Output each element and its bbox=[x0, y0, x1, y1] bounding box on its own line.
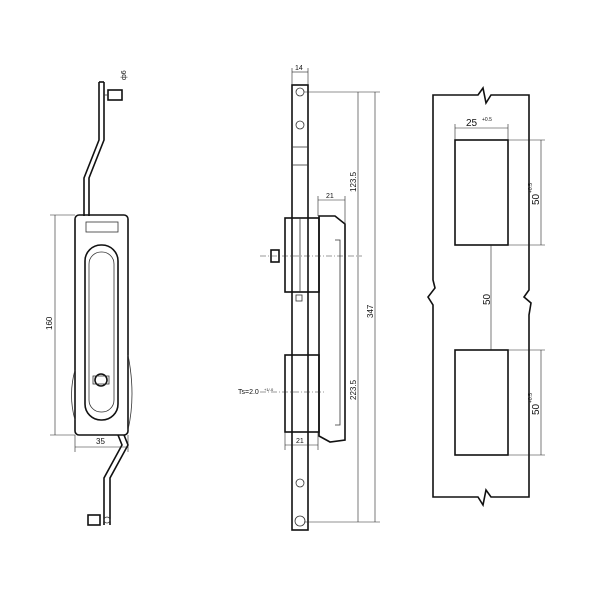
lower-rod bbox=[103, 434, 129, 525]
dim-upper-label: 123.5 bbox=[349, 171, 358, 192]
handle-cover bbox=[318, 215, 346, 443]
dim-thickness-label: Ts=2.0 bbox=[238, 389, 259, 396]
dim-bolt-label: ф6 bbox=[121, 70, 128, 80]
panel-outline bbox=[427, 86, 532, 508]
upper-rod bbox=[83, 82, 105, 216]
lower-cutout bbox=[454, 349, 509, 456]
dim-thickness-tol: +1/-0 bbox=[264, 387, 274, 392]
base-block bbox=[284, 354, 320, 433]
dim-cut-width-label: 25 bbox=[466, 118, 478, 129]
dim-lower-height-tol: +0.5 bbox=[528, 393, 534, 403]
dim-upper-height-label: 50 bbox=[531, 193, 542, 205]
lower-bolt bbox=[87, 514, 101, 526]
side-view: 14 123.5 347 223.5 21 21 Ts=2.0 +1/-0 bbox=[238, 65, 380, 531]
dim-base-depth-label: 21 bbox=[296, 438, 304, 445]
upper-bolt bbox=[107, 89, 123, 101]
dim-lower-label: 223.5 bbox=[349, 379, 358, 400]
upper-cutout bbox=[454, 139, 509, 246]
dim-spacing-label: 50 bbox=[482, 293, 493, 305]
dim-cut-width-tol: +0.5 bbox=[482, 117, 492, 123]
dim-height-label: 160 bbox=[45, 316, 54, 330]
dim-total-label: 347 bbox=[366, 304, 375, 318]
cutout-view: 25 +0.5 50 50 +0.5 50 +0.5 bbox=[427, 86, 545, 508]
handle-body bbox=[74, 214, 129, 436]
handle-label-plate bbox=[85, 221, 119, 233]
dim-bar-width-label: 14 bbox=[295, 65, 303, 72]
lock-housing bbox=[284, 217, 320, 293]
handle-slot bbox=[84, 244, 119, 421]
lock-cylinder bbox=[94, 373, 108, 387]
dim-width-label: 35 bbox=[96, 437, 105, 446]
dim-upper-height-tol: +0.5 bbox=[528, 183, 534, 193]
dim-lower-height-label: 50 bbox=[531, 403, 542, 415]
dim-cover-depth-label: 21 bbox=[326, 193, 334, 200]
front-view: 160 35 ф6 bbox=[45, 70, 133, 526]
mounting-bar bbox=[291, 84, 309, 531]
